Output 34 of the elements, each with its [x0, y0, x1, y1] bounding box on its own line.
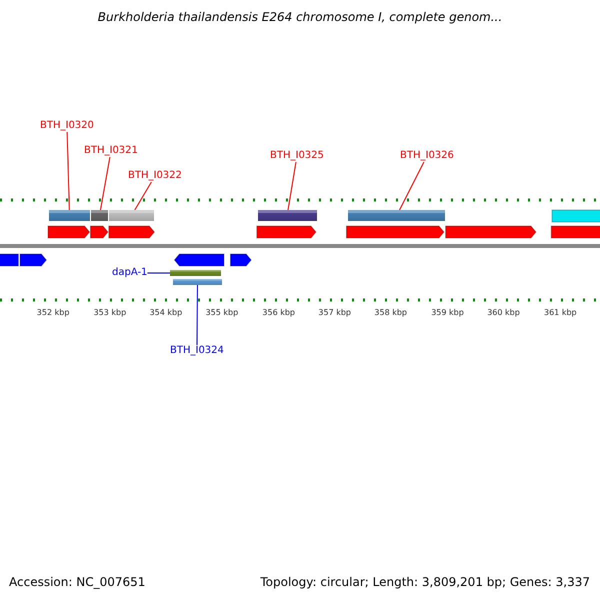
scale-label: 352 kbp [36, 308, 70, 318]
scale-label: 356 kbp [262, 308, 295, 318]
gene-label: BTH_I0325 [270, 150, 324, 162]
leader-line [66, 132, 70, 210]
leader-line [146, 272, 171, 274]
title: Burkholderia thailandensis E264 chromosome I, complete genom... [96, 10, 504, 24]
gene-label: BTH_I0324 [170, 345, 224, 357]
scale-label: 361 kbp [544, 308, 577, 318]
scale-label: 358 kbp [374, 308, 407, 318]
leader-line [100, 156, 110, 210]
gene-bar [48, 210, 90, 221]
leader-line [399, 162, 424, 210]
scale-label: 359 kbp [431, 308, 464, 318]
gene-bar [258, 210, 317, 221]
scale-label: 354 kbp [150, 308, 182, 318]
gene-bar [91, 210, 108, 221]
gene-bar [170, 270, 222, 276]
scale-label: 353 kbp [94, 308, 126, 318]
footer-text: Topology: circular; Length: 3,809,201 bp; Genes: 3,337 [260, 575, 590, 589]
footer-text: Accession: NC_007651 [9, 575, 146, 589]
leader-line [134, 182, 152, 210]
leader-line [196, 284, 198, 346]
gene-bar [108, 210, 154, 221]
scale-label: 357 kbp [318, 308, 351, 318]
scale-label: 360 kbp [487, 308, 520, 318]
gene-label: BTH_I0326 [400, 150, 454, 162]
gene-bar [348, 210, 446, 221]
leader-line [288, 162, 296, 210]
gene-label: BTH_I0322 [128, 170, 182, 182]
scale-label: 355 kbp [206, 308, 238, 318]
gene-label: dapA-1 [112, 267, 148, 279]
gene-bar [172, 279, 222, 285]
gene-label: BTH_I0320 [40, 120, 94, 132]
gene-label: BTH_I0321 [84, 145, 138, 157]
